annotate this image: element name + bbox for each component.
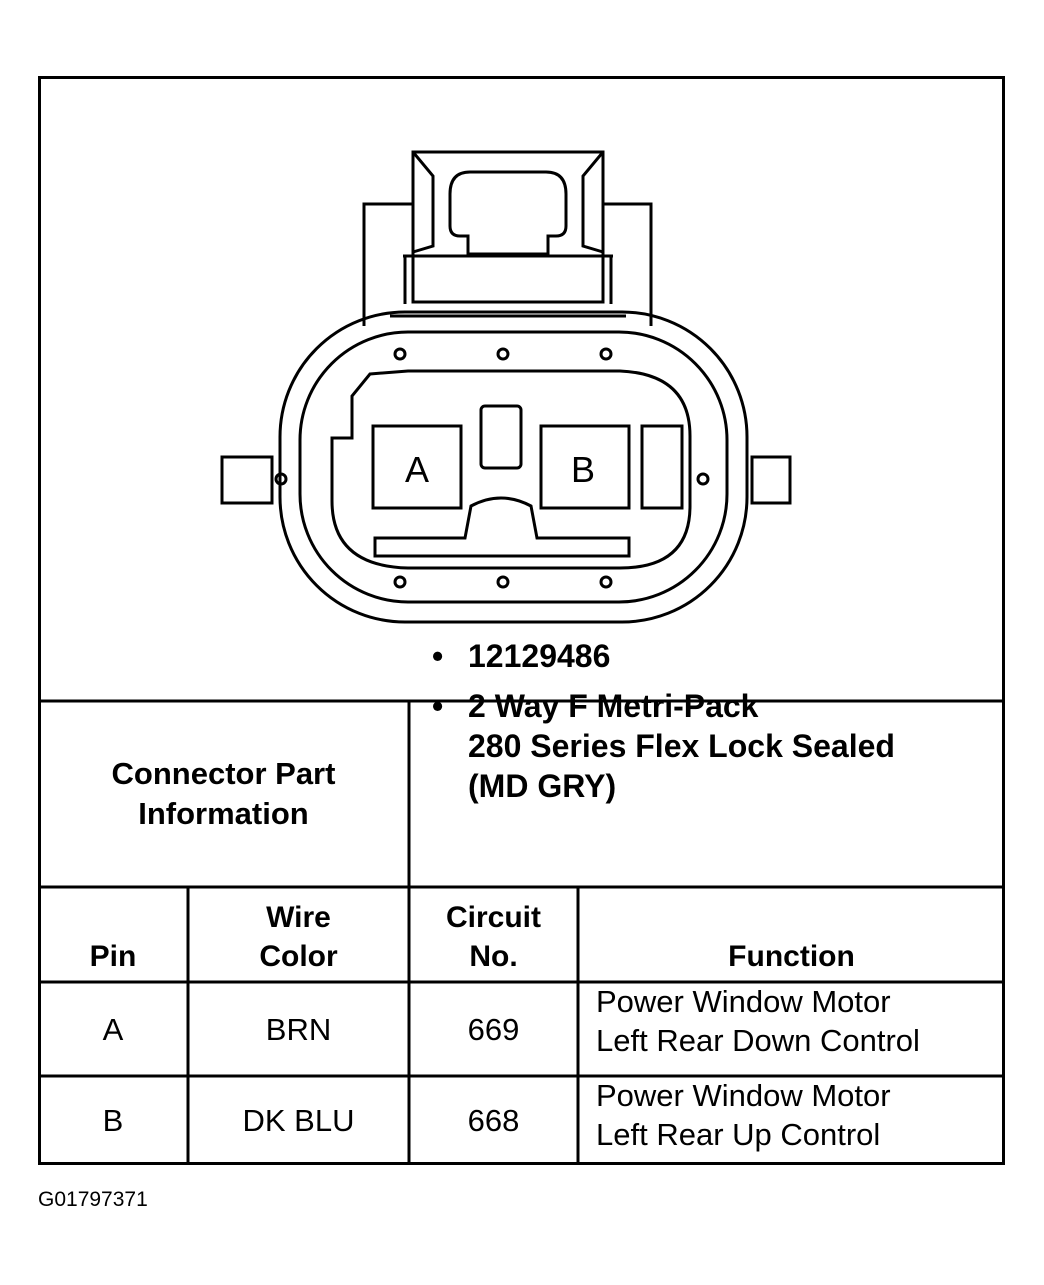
row-b-wire-color: DK BLU [242,1103,355,1138]
tab-housing-right [603,202,653,326]
row-b-function: Power Window Motor Left Rear Up Control [596,1078,891,1152]
outer-border [38,76,1005,1165]
lower-guide [373,496,631,558]
connector-part-info-label: Connector Part Information [111,756,336,831]
tab-housing-left [362,202,413,326]
part-description-item: • 2 Way F Metri-Pack 280 Series Flex Loc… [432,688,895,804]
row-b-pin: B [102,1103,124,1138]
row-a-pin: A [102,1011,124,1047]
header-circuit-no: Circuit No. [445,901,541,973]
header-pin: Pin [89,940,137,973]
row-a-wire-color: BRN [265,1011,332,1047]
lock-tab-window [448,170,568,256]
row-a-circuit: 669 [467,1011,520,1047]
bullet-icon: • [432,638,444,674]
part-number-item: • 12129486 [432,638,611,674]
connector-body-seal [298,330,729,604]
pin-b-label: B [571,449,595,490]
connector-cavity [330,369,692,570]
ear-left [220,455,274,505]
header-wire-color: Wire Color [259,901,338,973]
row-b-circuit: 668 [467,1103,520,1138]
connector-shape [220,150,792,624]
pin-a-label: A [405,449,429,490]
connector-face-drawing: A B [38,76,1005,1165]
connector-part-info-list: • 12129486 • 2 Way F Metri-Pack 280 Seri… [432,636,895,816]
right-key-slot [640,424,684,510]
header-function: Function [728,940,855,973]
connector-diagram-frame: A B Connector Part Information Pin Wire … [38,76,1005,1165]
row-a-function: Power Window Motor Left Rear Down Contro… [596,984,920,1058]
ear-right [750,455,792,505]
lock-tab-outer [411,150,605,304]
pin-b-cavity [539,424,631,510]
figure-id: G01797371 [38,1188,148,1211]
connector-body-outer [278,310,749,624]
center-key [479,404,523,470]
pin-a-cavity [371,424,463,510]
bullet-icon: • [432,688,444,724]
